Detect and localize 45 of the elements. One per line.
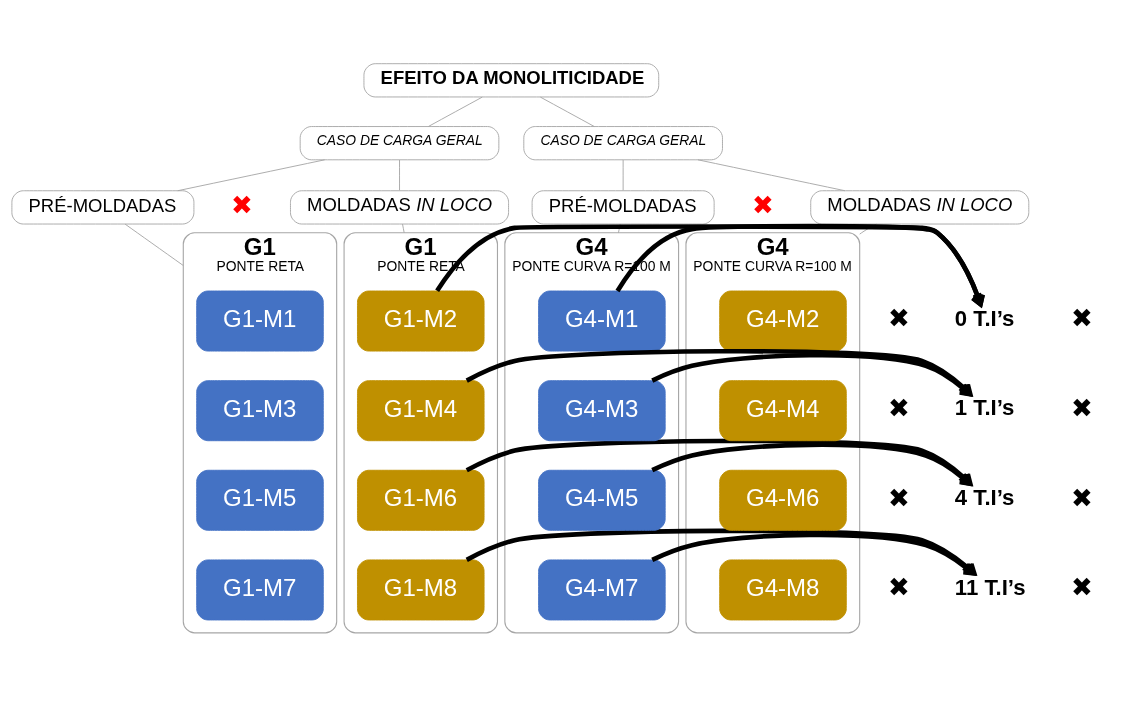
node-text: ✖	[888, 394, 911, 423]
node-box: G1-M2	[357, 290, 485, 352]
node-text: 4 T.I’s	[954, 485, 1015, 511]
node-text: ✖	[1071, 304, 1094, 333]
node-box: MOLDADAS IN LOCO	[810, 190, 1030, 225]
connector	[399, 159, 400, 191]
node-text: 1 T.I’s	[954, 395, 1015, 421]
connector	[428, 96, 483, 127]
connector	[177, 159, 326, 192]
node-box: G4-M4	[719, 380, 847, 442]
node-box: G4-M1	[538, 290, 666, 352]
node-box: G4-M2	[719, 290, 847, 352]
connector	[622, 159, 624, 191]
node-text: ✖	[1071, 573, 1094, 602]
node-box: CASO DE CARGA GERAL	[299, 126, 500, 161]
node-box: MOLDADAS IN LOCO	[290, 190, 509, 225]
connector	[402, 223, 405, 234]
node-box: EFEITO DA MONOLITICIDADE	[363, 63, 660, 98]
node-text: 11 T.I’s	[954, 574, 1026, 600]
node-box: G4-M6	[719, 469, 847, 531]
node-box: G4-M8	[719, 559, 847, 621]
node-text: ✖	[1071, 483, 1094, 512]
node-text: ✖	[888, 573, 911, 602]
node-box: G4-M7	[538, 559, 666, 621]
node-text: ✖	[1071, 394, 1094, 423]
node-text: ✖	[888, 304, 911, 333]
node-box: PRÉ-MOLDADAS	[531, 190, 715, 225]
node-box: G1-M8	[357, 559, 485, 621]
node-text: ✖	[751, 190, 774, 219]
node-box: G1-M1	[196, 290, 324, 352]
node-box: PRÉ-MOLDADAS	[11, 190, 195, 225]
node-box: G1-M3	[196, 380, 324, 442]
node-box: G4-M3	[538, 380, 666, 442]
connector	[697, 159, 846, 192]
node-box: CASO DE CARGA GERAL	[523, 126, 723, 161]
node-box: G1-M7	[196, 559, 324, 621]
node-box: G1-M6	[357, 469, 485, 531]
node-text: ✖	[888, 483, 911, 512]
connector	[539, 96, 595, 127]
node-text: 0 T.I’s	[954, 305, 1015, 331]
node-box: G4-M5	[538, 469, 666, 531]
connector	[124, 223, 184, 266]
node-text: ✖	[231, 190, 254, 219]
node-box: G1-M5	[196, 469, 324, 531]
node-box: G1-M4	[357, 380, 485, 442]
